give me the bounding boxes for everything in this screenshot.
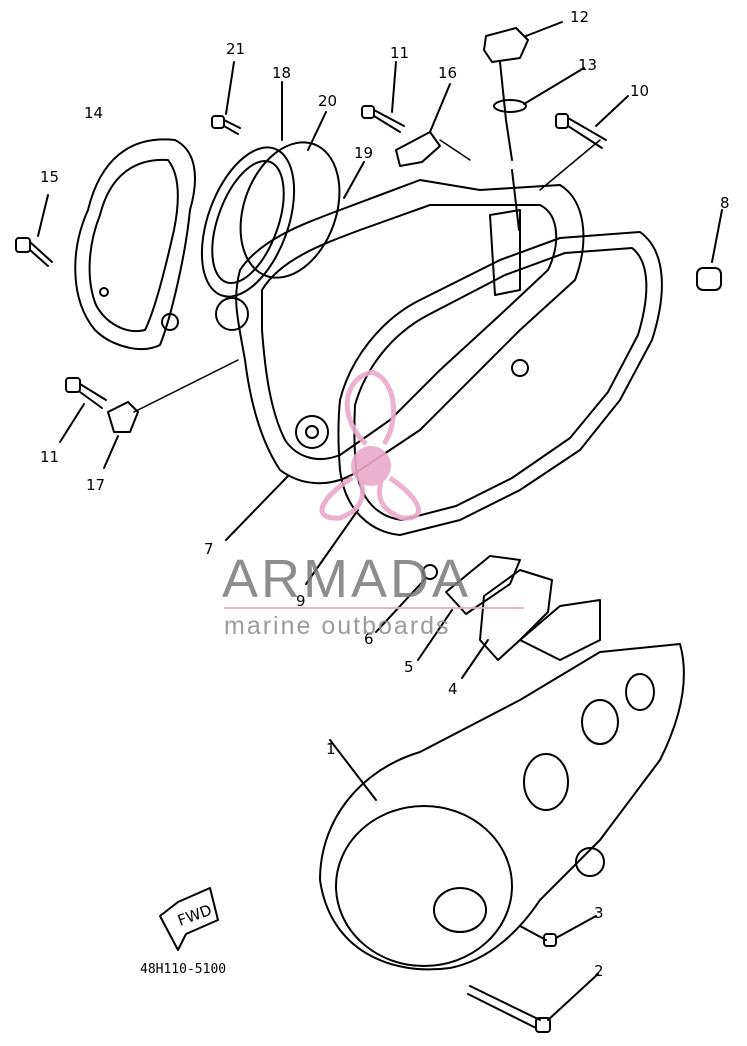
diagram-part-number: 48H110-5100 xyxy=(140,962,227,977)
part-7-crankcase-cover xyxy=(215,179,585,485)
callout-5: 5 xyxy=(404,658,414,676)
callout-19: 19 xyxy=(354,144,373,162)
part-8-plug xyxy=(696,267,722,291)
part-17-clip xyxy=(107,401,139,433)
callout-17: 17 xyxy=(86,476,105,494)
part-5-plate xyxy=(445,555,521,615)
callout-18: 18 xyxy=(272,64,291,82)
fwd-label: FWD xyxy=(175,901,214,930)
callout-3: 3 xyxy=(594,904,604,922)
callout-11-upper: 11 xyxy=(390,44,409,62)
part-13-o-ring xyxy=(493,99,527,113)
callout-8: 8 xyxy=(720,194,730,212)
callout-12: 12 xyxy=(570,8,589,26)
part-1-magneto-cover xyxy=(319,599,685,971)
part-16-clip xyxy=(395,131,441,167)
callout-11-lower: 11 xyxy=(40,448,59,466)
callout-10: 10 xyxy=(630,82,649,100)
callout-6: 6 xyxy=(364,630,374,648)
callout-16: 16 xyxy=(438,64,457,82)
part-fwd-label: FWD xyxy=(175,901,214,930)
part-4-bracket xyxy=(479,569,553,661)
part-20-ring xyxy=(239,141,341,279)
callout-7: 7 xyxy=(204,540,214,558)
part-2-bolt xyxy=(467,985,551,1033)
watermark-title: ARMADA xyxy=(222,549,472,609)
callout-labels: 1 2 3 4 5 6 7 8 9 10 11 11 12 13 14 15 1… xyxy=(40,8,730,980)
callout-21: 21 xyxy=(226,40,245,58)
part-12-oil-cap xyxy=(483,27,529,161)
watermark-divider xyxy=(224,607,524,609)
armada-logo-icon xyxy=(319,369,421,521)
part-18-ring xyxy=(200,146,296,298)
part-6-screw xyxy=(422,564,438,580)
part-21-bolt xyxy=(211,115,241,135)
part-15-bolt xyxy=(15,237,53,267)
callout-13: 13 xyxy=(578,56,597,74)
fwd-arrow-icon xyxy=(159,887,219,951)
assembly-leaders xyxy=(133,139,601,413)
part-11-bolt-lower xyxy=(65,377,107,409)
part-10-bolt xyxy=(555,113,607,149)
part-14-cover xyxy=(74,138,196,350)
callout-9: 9 xyxy=(296,592,306,610)
part-11-bolt-upper xyxy=(361,105,405,133)
callout-1: 1 xyxy=(326,740,336,758)
callout-14: 14 xyxy=(84,104,103,122)
callout-2: 2 xyxy=(594,962,604,980)
callout-4: 4 xyxy=(448,680,458,698)
callout-20: 20 xyxy=(318,92,337,110)
watermark-subtitle: marine outboards xyxy=(224,612,451,640)
callout-15: 15 xyxy=(40,168,59,186)
part-3-bolt xyxy=(519,925,557,947)
